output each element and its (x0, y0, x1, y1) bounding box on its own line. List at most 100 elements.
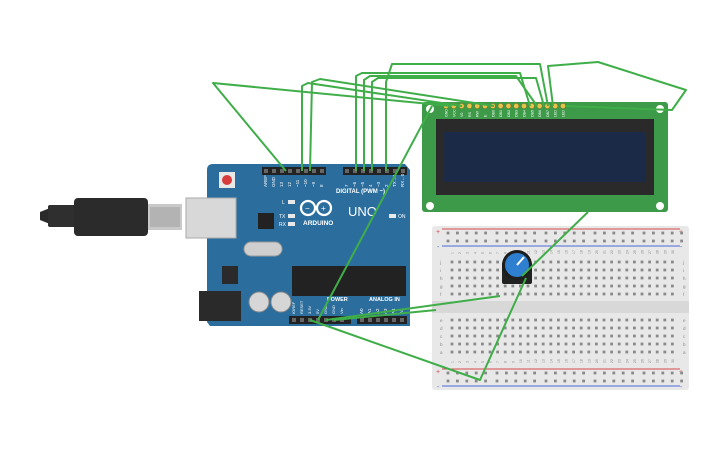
rail-hole[interactable] (642, 231, 646, 235)
rail-hole[interactable] (505, 379, 508, 383)
breadboard-hole[interactable] (473, 292, 477, 296)
breadboard-hole[interactable] (633, 350, 636, 354)
breadboard-hole[interactable] (633, 342, 636, 346)
breadboard-hole[interactable] (602, 268, 606, 272)
rail-hole[interactable] (523, 231, 527, 235)
breadboard-hole[interactable] (655, 260, 659, 264)
lcd-pin[interactable] (560, 103, 566, 109)
breadboard-hole[interactable] (557, 334, 560, 338)
breadboard-hole[interactable] (663, 326, 667, 330)
rail-hole[interactable] (514, 371, 518, 375)
digital-pin-hole[interactable] (288, 169, 292, 173)
breadboard-hole[interactable] (557, 284, 560, 288)
breadboard-hole[interactable] (541, 318, 545, 322)
breadboard-hole[interactable] (640, 268, 644, 272)
breadboard-hole[interactable] (526, 334, 530, 338)
lcd-pin[interactable] (497, 103, 504, 109)
breadboard-hole[interactable] (663, 260, 667, 264)
breadboard-hole[interactable] (465, 326, 469, 330)
breadboard-hole[interactable] (610, 342, 613, 346)
breadboard-hole[interactable] (541, 342, 545, 346)
breadboard-hole[interactable] (572, 268, 575, 272)
breadboard-hole[interactable] (587, 284, 591, 288)
breadboard-hole[interactable] (526, 284, 530, 288)
breadboard-hole[interactable] (625, 276, 629, 280)
breadboard-hole[interactable] (503, 318, 507, 322)
rail-hole[interactable] (582, 231, 585, 235)
breadboard-hole[interactable] (450, 284, 454, 288)
breadboard-hole[interactable] (648, 284, 651, 288)
rail-hole[interactable] (631, 239, 634, 243)
breadboard-hole[interactable] (648, 334, 651, 338)
rail-hole[interactable] (474, 231, 478, 235)
wire-pin3-to-lcd-db6[interactable] (371, 77, 545, 171)
breadboard-hole[interactable] (595, 334, 598, 338)
breadboard-hole[interactable] (481, 318, 484, 322)
digital-pin-hole[interactable] (296, 169, 300, 173)
breadboard-hole[interactable] (519, 334, 522, 338)
rail-hole[interactable] (484, 239, 487, 243)
breadboard-hole[interactable] (602, 350, 606, 354)
breadboard-hole[interactable] (602, 284, 606, 288)
breadboard-hole[interactable] (549, 342, 553, 346)
breadboard-hole[interactable] (496, 284, 499, 288)
breadboard-hole[interactable] (572, 326, 575, 330)
breadboard-hole[interactable] (633, 268, 636, 272)
breadboard-hole[interactable] (496, 276, 499, 280)
breadboard-hole[interactable] (663, 342, 667, 346)
breadboard-hole[interactable] (617, 326, 621, 330)
breadboard-hole[interactable] (511, 318, 515, 322)
breadboard-hole[interactable] (450, 350, 454, 354)
breadboard-hole[interactable] (549, 334, 553, 338)
breadboard-hole[interactable] (595, 326, 598, 330)
rail-hole[interactable] (661, 371, 665, 375)
breadboard-hole[interactable] (557, 268, 560, 272)
breadboard-hole[interactable] (549, 326, 553, 330)
wire-pin11-to-lcd-e[interactable] (309, 78, 495, 172)
breadboard-hole[interactable] (610, 350, 613, 354)
rail-hole[interactable] (593, 239, 597, 243)
lcd-pin[interactable] (521, 103, 527, 109)
rail-hole[interactable] (652, 371, 655, 375)
rail-hole[interactable] (514, 239, 518, 243)
rail-hole[interactable] (621, 231, 625, 235)
rail-hole[interactable] (661, 379, 665, 383)
rail-hole[interactable] (563, 231, 567, 235)
breadboard-hole[interactable] (488, 276, 492, 280)
breadboard-hole[interactable] (496, 326, 499, 330)
breadboard-hole[interactable] (655, 268, 659, 272)
breadboard-hole[interactable] (488, 350, 492, 354)
breadboard-hole[interactable] (488, 284, 492, 288)
rail-hole[interactable] (505, 231, 508, 235)
rail-hole[interactable] (603, 231, 606, 235)
breadboard-hole[interactable] (655, 350, 659, 354)
breadboard-hole[interactable] (458, 350, 461, 354)
breadboard-hole[interactable] (557, 342, 560, 346)
analog-pin-hole[interactable] (392, 318, 396, 322)
breadboard-hole[interactable] (595, 292, 598, 296)
breadboard-hole[interactable] (473, 318, 477, 322)
breadboard-hole[interactable] (633, 292, 636, 296)
rail-hole[interactable] (465, 371, 469, 375)
breadboard-hole[interactable] (473, 276, 477, 280)
breadboard-hole[interactable] (587, 260, 591, 264)
wire-pin5-to-lcd-db4[interactable] (355, 72, 531, 171)
breadboard-hole[interactable] (549, 350, 553, 354)
breadboard-hole[interactable] (640, 276, 644, 280)
rail-hole[interactable] (533, 231, 536, 235)
breadboard-hole[interactable] (465, 268, 469, 272)
breadboard-hole[interactable] (602, 292, 606, 296)
rail-hole[interactable] (544, 371, 548, 375)
breadboard-hole[interactable] (602, 334, 606, 338)
breadboard-hole[interactable] (633, 284, 636, 288)
breadboard-hole[interactable] (511, 284, 515, 288)
breadboard-hole[interactable] (526, 342, 530, 346)
rail-hole[interactable] (544, 239, 548, 243)
breadboard-hole[interactable] (511, 334, 515, 338)
rail-hole[interactable] (533, 371, 536, 375)
breadboard-hole[interactable] (557, 292, 560, 296)
breadboard-hole[interactable] (625, 318, 629, 322)
breadboard-hole[interactable] (633, 318, 636, 322)
breadboard-hole[interactable] (473, 350, 477, 354)
rail-hole[interactable] (523, 371, 527, 375)
